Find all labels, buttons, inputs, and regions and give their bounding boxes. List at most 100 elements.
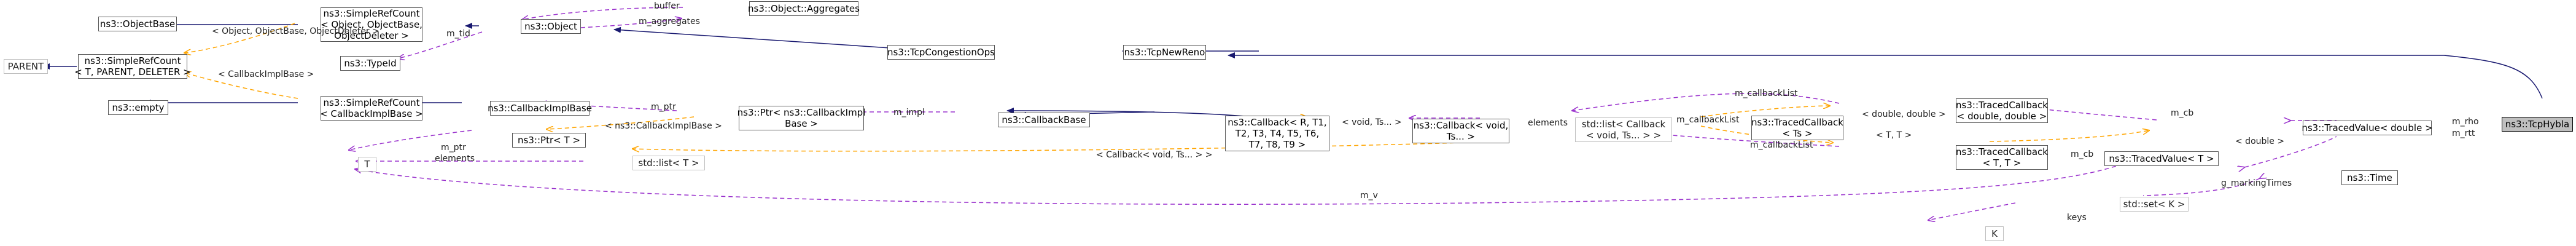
node-simplerefcount-t[interactable]: ns3::SimpleRefCount < T, PARENT, DELETER… — [74, 54, 191, 79]
node-tcpnewreno[interactable]: ns3::TcpNewReno — [1123, 45, 1206, 60]
edge-template-list-callback — [632, 141, 1499, 151]
edge-label-object-template: < Object, ObjectBase, ObjectDeleter > — [212, 26, 379, 36]
node-label-line: ns3::Ptr< ns3::CallbackImpl — [737, 107, 866, 118]
edge-label-callback-void-ts: < Callback< void, Ts... > > — [1096, 150, 1213, 160]
node-tracedcallback-tt[interactable]: ns3::TracedCallback < T, T > — [1956, 145, 2048, 170]
node-list-t[interactable]: std::list< T > — [632, 156, 705, 170]
node-label-line: < T, T > — [1982, 157, 2021, 169]
edge-label-m-ptr-cb: m_ptr — [651, 102, 676, 112]
node-label-line: ns3::Callback< R, T1, — [1228, 117, 1327, 128]
node-label-line: Base > — [785, 118, 818, 129]
node-tcphybla[interactable]: ns3::TcpHybla — [2502, 117, 2573, 132]
node-tracedvalue-double[interactable]: ns3::TracedValue< double > — [2302, 121, 2433, 135]
node-t[interactable]: T — [358, 157, 376, 172]
node-simplerefcount-cb[interactable]: ns3::SimpleRefCount < CallbackImplBase > — [320, 96, 423, 121]
node-label: ns3::TcpCongestionOps — [887, 47, 995, 58]
node-label: ns3::CallbackImplBase — [488, 103, 592, 114]
edge-label-m-cb-top: m_cb — [2171, 108, 2194, 118]
edge-template-tracedvalue-double — [1989, 130, 2149, 142]
node-ptr-t[interactable]: ns3::Ptr< T > — [512, 133, 586, 148]
node-typeid[interactable]: ns3::TypeId — [340, 56, 400, 71]
edge-m-rtt — [2244, 136, 2337, 167]
node-label-line: T2, T3, T4, T5, T6, — [1235, 128, 1320, 139]
node-label: ns3::TcpNewReno — [1124, 47, 1205, 58]
node-label: std::list< T > — [638, 157, 699, 169]
node-label: K — [1991, 228, 1998, 239]
edge-label-m-callbacklist-top: m_callbackList — [1735, 89, 1798, 98]
node-label: ns3::Time — [2347, 172, 2392, 183]
node-set-k[interactable]: std::set< K > — [2120, 197, 2189, 212]
edge-label-m-callbacklist-mid: m_callbackList — [1676, 115, 1740, 125]
node-label: std::set< K > — [2123, 199, 2185, 210]
node-parent[interactable]: PARENT — [4, 59, 48, 74]
edge-label-t-t: < T, T > — [1876, 130, 1912, 140]
node-label: ns3::Ptr< T > — [518, 135, 580, 146]
node-label: ns3::Object — [524, 21, 577, 32]
edge-g-markingtimes — [2142, 178, 2260, 196]
edge-m-tid — [398, 31, 483, 58]
node-tracedcallback-double[interactable]: ns3::TracedCallback < double, double > — [1956, 98, 2048, 123]
node-label: ns3::ObjectBase — [99, 18, 176, 30]
edge-label-m-v: m_v — [1360, 191, 1378, 200]
node-label: ns3::TracedValue< double > — [2302, 122, 2433, 133]
node-tcpcongestionops[interactable]: ns3::TcpCongestionOps — [887, 45, 995, 60]
node-simplerefcount-object[interactable]: ns3::SimpleRefCount < Object, ObjectBase… — [321, 7, 422, 42]
node-label-line: std::list< Callback — [1581, 119, 1666, 130]
node-label-line: < void, Ts... > > — [1586, 130, 1662, 141]
node-label-line: ns3::TracedCallback — [1956, 146, 2048, 157]
node-callback-r[interactable]: ns3::Callback< R, T1, T2, T3, T4, T5, T6… — [1225, 116, 1329, 151]
node-ptr-callbackimplbase[interactable]: ns3::Ptr< ns3::CallbackImpl Base > — [737, 106, 866, 130]
node-time[interactable]: ns3::Time — [2341, 170, 2398, 185]
edge-label-m-impl: m_impl — [893, 108, 925, 117]
node-label-line: ns3::Callback< void, — [1413, 120, 1509, 131]
node-tracedvalue-t[interactable]: ns3::TracedValue< T > — [2104, 151, 2219, 166]
edge-m-v — [355, 154, 2144, 205]
node-tracedcallback-ts[interactable]: ns3::TracedCallback < Ts > — [1751, 116, 1843, 140]
node-callback-void[interactable]: ns3::Callback< void, Ts... > — [1412, 119, 1509, 143]
node-object-aggregates[interactable]: ns3::Object::Aggregates — [748, 1, 860, 16]
node-label-line: < Ts > — [1782, 128, 1813, 139]
node-label-line: ns3::TracedCallback — [1751, 117, 1843, 128]
edge-label-void-ts: < void, Ts... > — [1342, 117, 1402, 127]
edge-label-elements-t: elements — [435, 154, 475, 164]
edge-label-elements-cb: elements — [1528, 118, 1568, 128]
node-label-line: ns3::SimpleRefCount — [323, 8, 420, 19]
edge-label-m-cb-bot: m_cb — [2071, 149, 2094, 159]
edge-template-object — [184, 23, 295, 53]
edge-label-m-callbacklist-bot: m_callbackList — [1750, 140, 1813, 150]
node-label-line: ns3::SimpleRefCount — [84, 55, 181, 66]
node-label-line: Ts... > — [1446, 131, 1476, 142]
node-list-callback[interactable]: std::list< Callback < void, Ts... > > — [1575, 117, 1672, 142]
node-label: ns3::Object::Aggregates — [748, 3, 860, 14]
edge-m-ptr-t — [349, 130, 472, 150]
node-label-line: T7, T8, T9 > — [1248, 139, 1306, 150]
node-callbackimplbase[interactable]: ns3::CallbackImplBase — [488, 101, 592, 116]
node-k[interactable]: K — [1985, 226, 2004, 241]
edge-buffer — [522, 7, 683, 20]
edge-label-double: < double > — [2235, 137, 2285, 146]
node-label-line: < T, PARENT, DELETER > — [74, 66, 191, 77]
node-callbackbase[interactable]: ns3::CallbackBase — [998, 113, 1090, 127]
node-label: ns3::CallbackBase — [1002, 114, 1086, 125]
node-object[interactable]: ns3::Object — [521, 19, 581, 34]
node-label-line: < double, double > — [1956, 111, 2047, 122]
edge-callbacklist-top — [1572, 93, 1840, 111]
edge-label-m-rtt: m_rtt — [2452, 129, 2475, 138]
edge-template-tracedcallback-double — [1700, 106, 1830, 117]
node-label-line: < Object, ObjectBase, — [321, 19, 422, 30]
edge-label-g-markingtimes: g_markingTimes — [2221, 178, 2292, 188]
node-label-line: ObjectDeleter > — [334, 30, 409, 41]
edge-template-cb — [184, 73, 298, 99]
node-label: ns3::empty — [112, 102, 165, 113]
edge-label-m-ptr-t: m_ptr — [441, 143, 466, 153]
node-objectbase[interactable]: ns3::ObjectBase — [98, 17, 177, 31]
node-label-line: < CallbackImplBase > — [320, 108, 423, 119]
node-label-line: ns3::TracedCallback — [1956, 100, 2048, 111]
edge-label-m-rho: m_rho — [2452, 117, 2479, 127]
edge-label-m-tid: m_tid — [446, 29, 470, 39]
node-label: PARENT — [7, 61, 44, 72]
node-empty[interactable]: ns3::empty — [108, 100, 168, 115]
edge-label-ns3-cbimplbase: < ns3::CallbackImplBase > — [605, 121, 722, 131]
edge-keys — [1928, 202, 2016, 220]
